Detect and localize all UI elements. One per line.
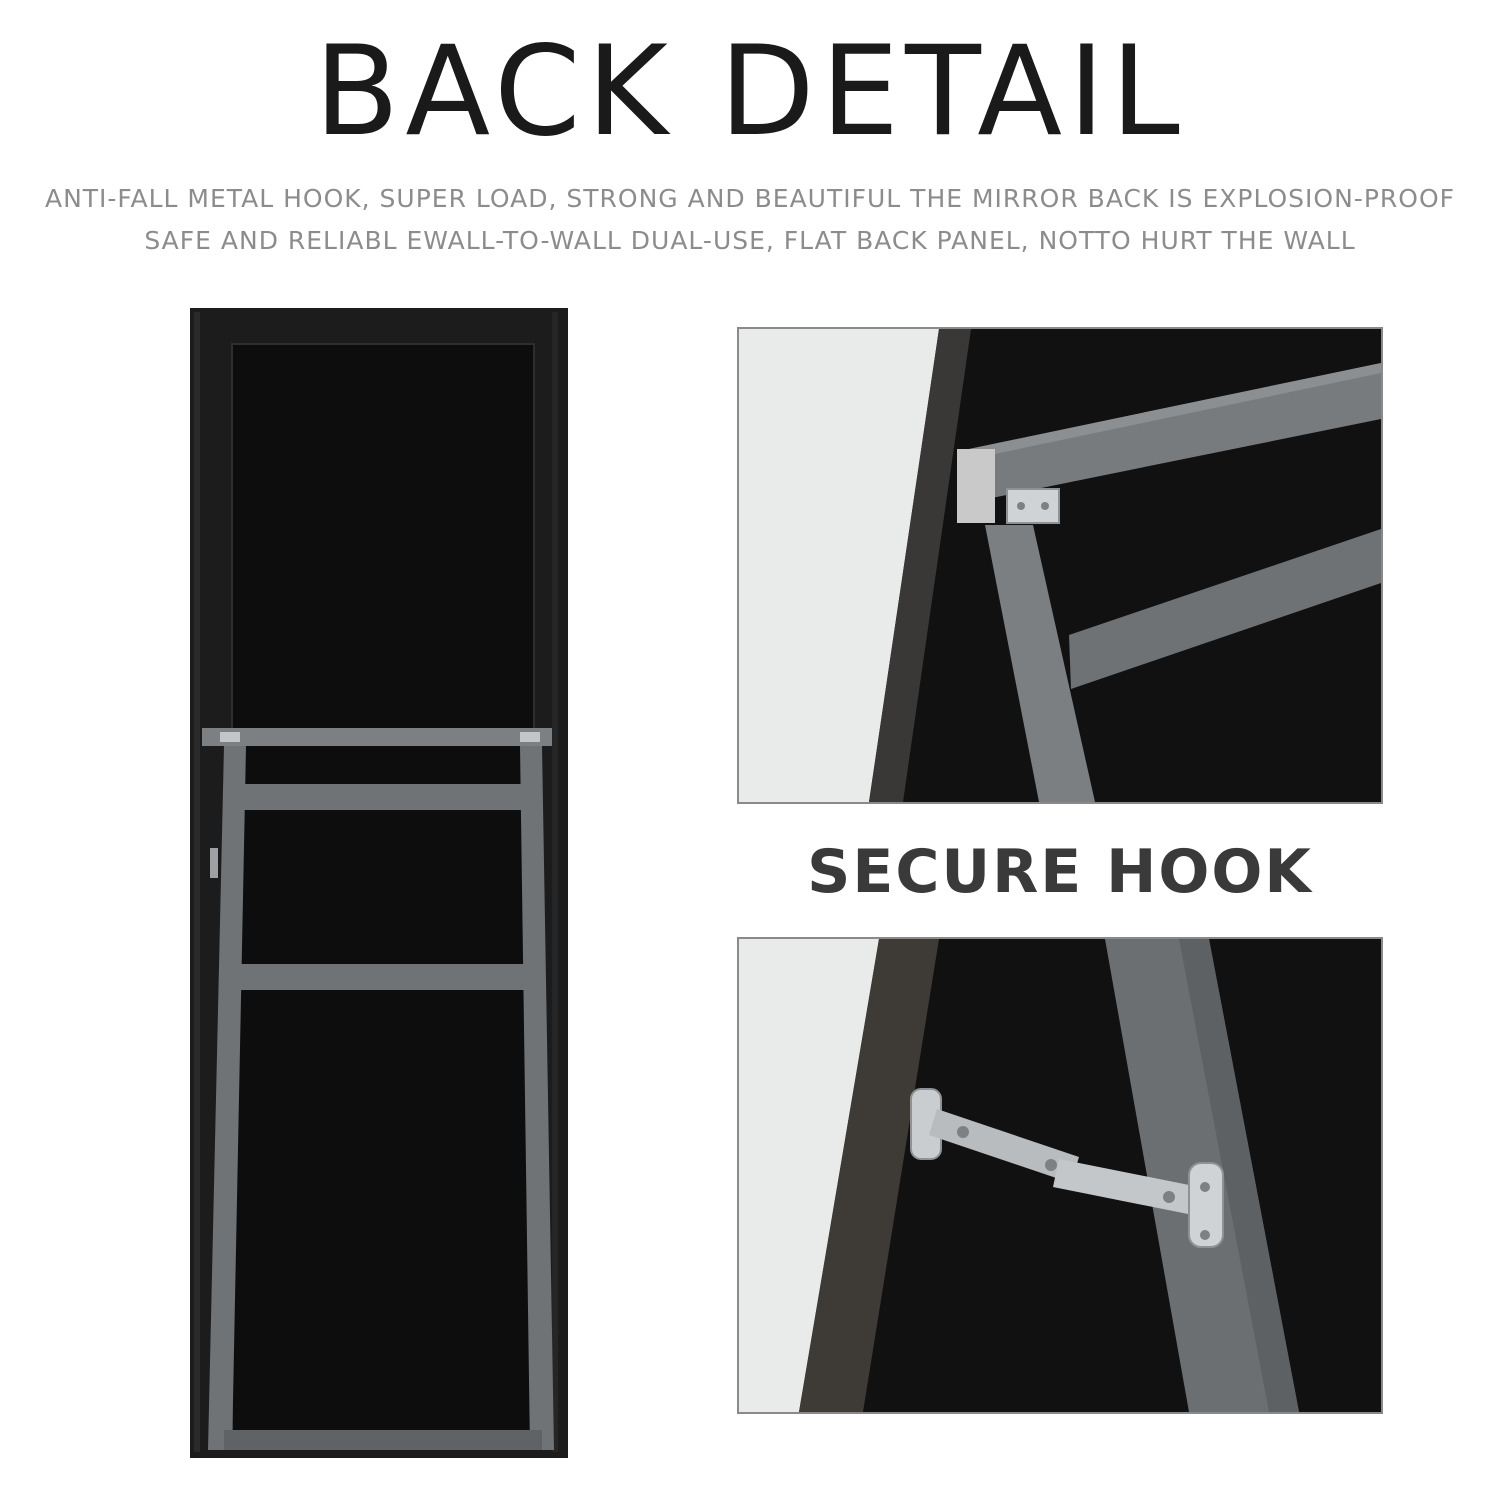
hook-closeup-photo (737, 937, 1383, 1414)
subtitle-line-1: ANTI-FALL METAL HOOK, SUPER LOAD, STRONG… (44, 184, 1456, 213)
subtitle-line-2: SAFE AND RELIABL EWALL-TO-WALL DUAL-USE,… (144, 226, 1356, 255)
page-title: BACK DETAIL (314, 20, 1186, 164)
secure-hook-label: SECURE HOOK (807, 837, 1313, 907)
hinge-closeup-photo (737, 327, 1383, 804)
mirror-back-photo (180, 300, 580, 1460)
